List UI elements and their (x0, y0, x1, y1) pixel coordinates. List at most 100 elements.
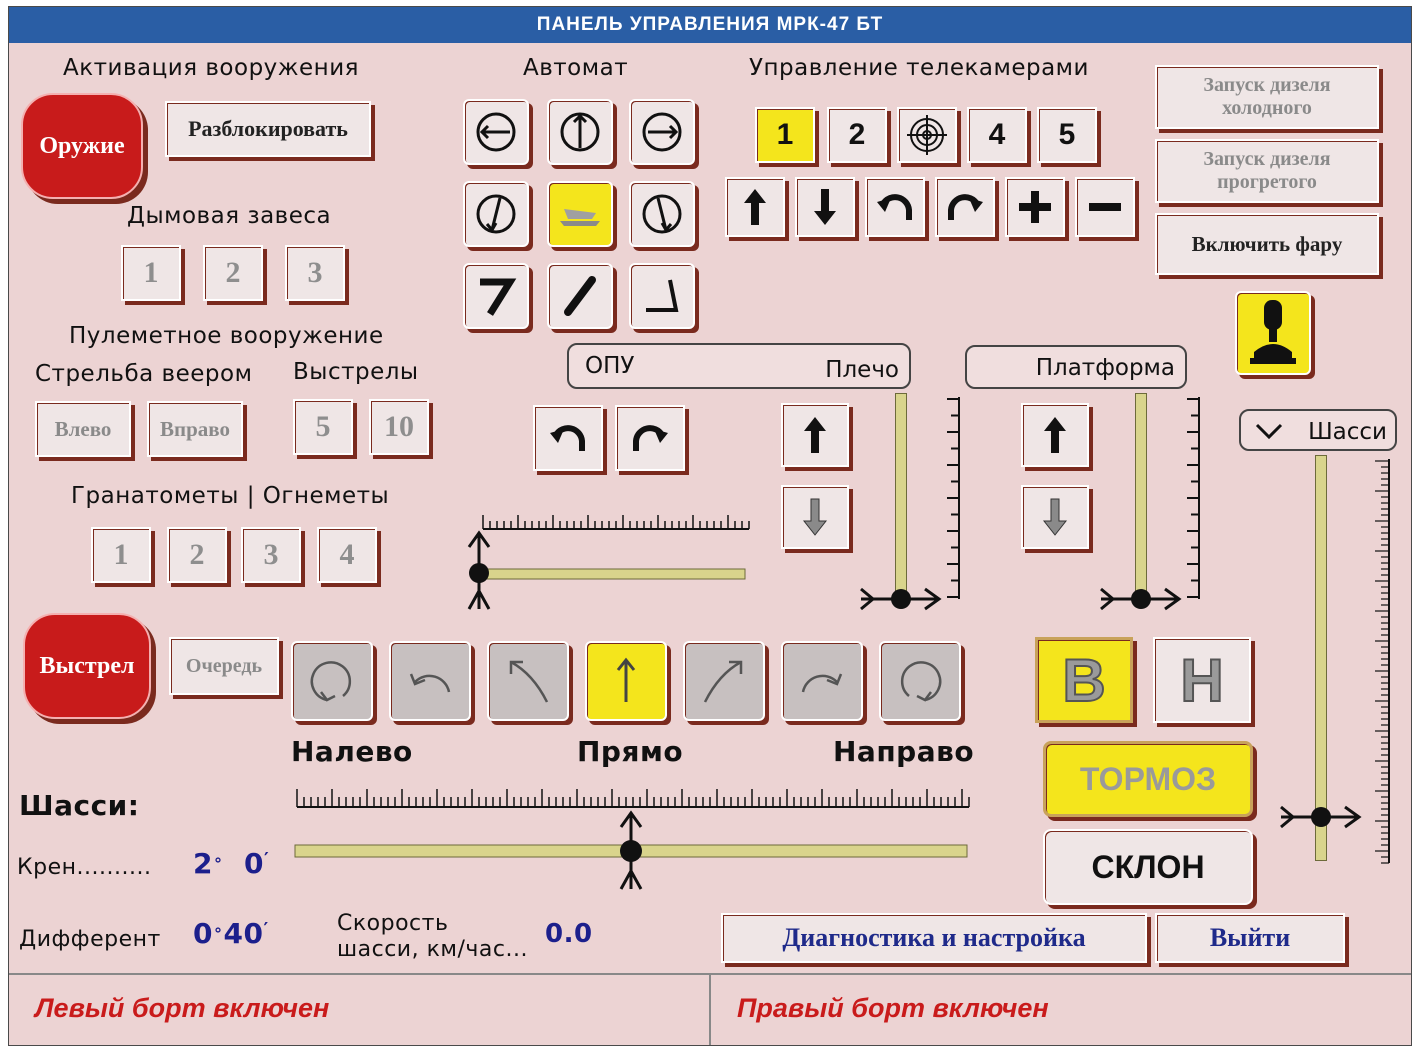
platform-track (1135, 393, 1147, 593)
left-side-status: Левый борт включен (35, 993, 330, 1023)
cold-start-button[interactable]: Запуск дизеля холодного (1155, 65, 1379, 129)
speed-label-2: шасси, км/час... (337, 937, 528, 962)
shoulder-scale (947, 397, 960, 599)
platform-marker-icon[interactable] (1099, 581, 1183, 617)
camera-down-icon[interactable] (795, 177, 855, 237)
straight-icon[interactable] (585, 641, 667, 721)
diagnostics-button[interactable]: Диагностика и настройка (721, 913, 1147, 963)
automat-angle-right-icon[interactable] (629, 263, 695, 329)
turn-right-icon[interactable] (781, 641, 863, 721)
smoke-button-3[interactable]: 3 (285, 245, 345, 301)
speed-label-1: Скорость (337, 911, 449, 936)
turn-full-left-icon[interactable] (291, 641, 373, 721)
camera-up-icon[interactable] (725, 177, 785, 237)
platform-label: Платформа (1035, 355, 1175, 381)
right-side-status: Правый борт включен (737, 993, 1049, 1023)
smoke-section-title: Дымовая завеса (127, 203, 332, 229)
automat-down-left-icon[interactable] (463, 181, 529, 247)
brake-button[interactable]: ТОРМОЗ (1043, 741, 1253, 817)
camera-zoom-in-icon[interactable] (1005, 177, 1065, 237)
trim-minutes: 40 (223, 917, 264, 950)
grenade-button-1[interactable]: 1 (91, 527, 151, 583)
speed-value: 0.0 (545, 919, 593, 949)
warm-start-button[interactable]: Запуск дизеля прогретого (1155, 139, 1379, 203)
smoke-button-1[interactable]: 1 (121, 245, 181, 301)
chassis-marker-icon[interactable] (1279, 799, 1363, 835)
camera-rotate-right-icon[interactable] (935, 177, 995, 237)
veer-right-icon[interactable] (683, 641, 765, 721)
automat-up-icon[interactable] (547, 99, 613, 165)
right-direction-label: Направо (833, 735, 975, 768)
left-direction-label: Налево (291, 735, 413, 768)
straight-direction-label: Прямо (577, 735, 684, 768)
machine-gun-section-title: Пулеметное вооружение (69, 323, 384, 349)
slope-button[interactable]: СКЛОН (1043, 829, 1253, 905)
platform-up-icon[interactable] (1021, 403, 1089, 467)
opu-rotate-left-icon[interactable] (533, 405, 603, 471)
camera-button-2[interactable]: 2 (827, 107, 887, 163)
chassis-scale (1375, 459, 1390, 864)
unlock-button[interactable]: Разблокировать (165, 101, 371, 157)
status-divider (9, 973, 1411, 975)
fire-button[interactable]: Выстрел (23, 613, 151, 719)
chevron-down-icon (1255, 423, 1283, 440)
grenade-button-4[interactable]: 4 (317, 527, 377, 583)
fan-left-button[interactable]: Влево (35, 401, 131, 457)
cameras-section-title: Управление телекамерами (749, 55, 1089, 81)
veer-left-icon[interactable] (487, 641, 569, 721)
shoulder-up-icon[interactable] (781, 403, 849, 467)
control-panel-window: ПАНЕЛЬ УПРАВЛЕНИЯ МРК-47 БТ Активация во… (8, 6, 1412, 1046)
roll-degrees: 2 (193, 847, 213, 880)
platform-down-icon[interactable] (1021, 485, 1089, 549)
chassis-dropdown[interactable]: Шасси (1239, 409, 1397, 451)
gear-high-button[interactable]: В (1035, 637, 1133, 723)
shoulder-track (895, 393, 907, 593)
automat-left-icon[interactable] (463, 99, 529, 165)
fan-right-button[interactable]: Вправо (147, 401, 243, 457)
camera-button-1[interactable]: 1 (755, 107, 815, 163)
shoulder-marker-icon[interactable] (859, 581, 943, 617)
shoulder-down-icon[interactable] (781, 485, 849, 549)
camera-button-4[interactable]: 4 (967, 107, 1027, 163)
opu-rotation-marker-icon[interactable] (461, 529, 497, 613)
weapon-button[interactable]: Оружие (21, 93, 143, 199)
status-separator (709, 975, 711, 1045)
grenade-button-3[interactable]: 3 (241, 527, 301, 583)
chassis-info-title: Шасси: (19, 789, 140, 822)
opu-label: ОПУ (585, 353, 635, 379)
camera-zoom-out-icon[interactable] (1075, 177, 1135, 237)
steering-marker-icon[interactable] (613, 809, 649, 893)
automat-section-title: Автомат (523, 55, 629, 81)
shots-10-button[interactable]: 10 (369, 399, 429, 455)
smoke-button-2[interactable]: 2 (203, 245, 263, 301)
turn-left-icon[interactable] (389, 641, 471, 721)
shots-5-button[interactable]: 5 (293, 399, 353, 455)
shoulder-label: Плечо (825, 357, 899, 383)
camera-button-5[interactable]: 5 (1037, 107, 1097, 163)
opu-panel-header: ОПУ Плечо (567, 343, 911, 389)
grenade-button-2[interactable]: 2 (167, 527, 227, 583)
opu-rotation-scale (472, 515, 750, 580)
camera-rotate-left-icon[interactable] (865, 177, 925, 237)
grenade-section-title: Гранатометы | Огнеметы (71, 483, 390, 509)
automat-diagonal-icon[interactable] (547, 263, 613, 329)
roll-value: 2∘ 0′ (193, 847, 270, 880)
joystick-icon[interactable] (1235, 291, 1311, 375)
platform-scale (1187, 397, 1200, 599)
crosshair-icon[interactable] (897, 107, 957, 163)
gear-low-button[interactable]: Н (1153, 637, 1251, 723)
window-title: ПАНЕЛЬ УПРАВЛЕНИЯ МРК-47 БТ (9, 7, 1411, 43)
headlight-button[interactable]: Включить фару (1155, 213, 1379, 275)
trim-degrees: 0 (193, 917, 213, 950)
burst-button[interactable]: Очередь (169, 637, 279, 695)
trim-value: 0∘40′ (193, 917, 269, 950)
turn-full-right-icon[interactable] (879, 641, 961, 721)
automat-center-icon[interactable] (547, 181, 613, 247)
exit-button[interactable]: Выйти (1155, 913, 1345, 963)
automat-right-icon[interactable] (629, 99, 695, 165)
automat-down-right-icon[interactable] (629, 181, 695, 247)
shots-label: Выстрелы (293, 359, 419, 385)
gear-high-label: В (1061, 646, 1106, 715)
opu-rotate-right-icon[interactable] (615, 405, 685, 471)
automat-angle-left-icon[interactable] (463, 263, 529, 329)
